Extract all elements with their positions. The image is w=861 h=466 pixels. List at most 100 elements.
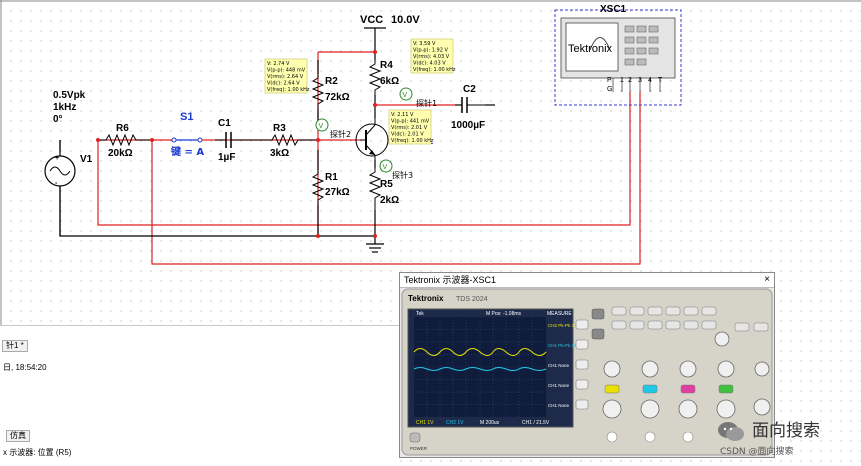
svg-text:G: G <box>607 86 612 93</box>
r1-resistor[interactable] <box>311 170 325 205</box>
svg-text:CH1 None: CH1 None <box>548 383 570 388</box>
menu-button[interactable] <box>753 322 769 332</box>
r3-resistor[interactable] <box>265 133 318 147</box>
wechat-logo <box>718 422 744 441</box>
s1-name: S1 <box>180 111 193 123</box>
tab-simulation[interactable]: 仿真 <box>6 430 30 442</box>
r4-value: 6kΩ <box>380 76 399 87</box>
vcc-value: 10.0V <box>391 14 420 26</box>
r3-name: R3 <box>273 123 286 134</box>
trigger-button[interactable] <box>734 322 750 332</box>
scope-knobs[interactable] <box>602 331 771 419</box>
scope-mpos: M Pos: -1.08ms <box>486 311 522 317</box>
bottom-output-panel: 针1 * 日, 18:54:20 仿真 x 示波器: 位置 (R5) <box>0 325 399 466</box>
svg-text:V: V <box>383 164 388 171</box>
probe3[interactable]: V <box>379 159 393 173</box>
tab-probe1[interactable]: 针1 * <box>2 340 28 352</box>
scope-brand: Tektronix <box>408 294 444 303</box>
r6-resistor[interactable] <box>98 133 150 147</box>
svg-text:V(dc): 4.03 V: V(dc): 4.03 V <box>413 61 446 67</box>
s1-key: 键 = A <box>170 145 204 158</box>
r5-resistor[interactable] <box>368 168 382 210</box>
scope-window-title: Tektronix 示波器-XSC1 <box>400 273 774 288</box>
svg-text:P: P <box>607 77 612 84</box>
svg-text:V: 3.59 V: V: 3.59 V <box>413 41 436 47</box>
svg-text:V(p-p): 1.92 V: V(p-p): 1.92 V <box>413 48 448 54</box>
channel-menu-buttons[interactable] <box>604 384 734 394</box>
r5-name: R5 <box>380 179 393 190</box>
svg-text:MEASURE: MEASURE <box>547 311 572 317</box>
svg-text:1: 1 <box>620 77 624 84</box>
c1-capacitor[interactable] <box>215 132 265 148</box>
r1-name: R1 <box>325 172 338 183</box>
svg-text:V(rms): 2.64 V: V(rms): 2.64 V <box>267 74 304 80</box>
timestamp-text: 日, 18:54:20 <box>3 363 47 372</box>
c2-capacitor[interactable] <box>461 97 485 113</box>
svg-text:V: 2.74 V: V: 2.74 V <box>267 61 290 67</box>
single-button[interactable] <box>591 328 605 340</box>
xsc1-pin-labels: P G 1 2 3 4 T <box>607 77 663 93</box>
function-buttons[interactable] <box>611 306 717 330</box>
svg-text:CH2 Pk-Pk 319mV: CH2 Pk-Pk 319mV <box>548 323 586 328</box>
s1-switch[interactable] <box>152 137 215 143</box>
probe2-readout: V: 2.74 V V(p-p): 448 mV V(rms): 2.64 V … <box>264 58 310 94</box>
source-amplitude: 0.5Vpk <box>53 90 86 101</box>
probe1-label: 探针1 <box>416 98 437 108</box>
svg-text:V(rms): 2.01 V: V(rms): 2.01 V <box>391 125 428 131</box>
svg-text:POWER: POWER <box>410 446 428 451</box>
power-button[interactable]: POWER <box>409 432 428 451</box>
probe1[interactable]: V <box>399 87 413 101</box>
c1-value: 1µF <box>218 152 235 163</box>
probe3-readout: V: 2.11 V V(p-p): 441 mV V(rms): 2.01 V … <box>388 109 434 145</box>
source-frequency: 1kHz <box>53 102 76 113</box>
watermark-sub: CSDN @面向搜索 <box>720 447 794 457</box>
svg-text:V: V <box>403 92 408 99</box>
c1-name: C1 <box>218 118 231 129</box>
npn-transistor[interactable] <box>355 118 389 160</box>
ch2-trace <box>413 367 547 371</box>
r2-resistor[interactable] <box>311 74 325 110</box>
r1-value: 27kΩ <box>325 187 350 198</box>
scope-status-tek: Tek <box>416 311 424 317</box>
bottom-time: M 200us <box>480 420 500 426</box>
svg-text:2: 2 <box>628 77 632 84</box>
watermark-text: 面向搜索 <box>752 421 820 441</box>
v1-label: V1 <box>80 154 93 165</box>
bottom-ch1: CH1 1V <box>416 420 434 426</box>
r5-value: 2kΩ <box>380 195 399 206</box>
channel-input-connectors[interactable] <box>606 431 694 443</box>
r4-resistor[interactable] <box>368 60 382 95</box>
scope-model: TDS 2024 <box>456 296 488 303</box>
svg-text:V: 2.11 V: V: 2.11 V <box>391 112 414 118</box>
autoset-button[interactable] <box>591 308 605 320</box>
oscilloscope-window[interactable]: Tektronix 示波器-XSC1 × Tektronix TDS 2024 … <box>399 272 775 458</box>
bottom-trig: CH1 / 21.5V <box>522 420 550 426</box>
close-icon[interactable]: × <box>764 274 770 285</box>
measure-column: MEASURE CH2 Pk-Pk 319mV CH1 Pk-Pk 305mV … <box>547 311 586 408</box>
r3-value: 3kΩ <box>270 148 289 159</box>
svg-text:V(freq): 1.00 kHz: V(freq): 1.00 kHz <box>267 87 310 93</box>
svg-text:V(dc): 2.64 V: V(dc): 2.64 V <box>267 81 300 87</box>
svg-text:V: V <box>319 123 324 130</box>
xsc1-scope-symbol[interactable] <box>554 9 682 106</box>
scope-front-panel[interactable]: Tektronix TDS 2024 Tek M Pos: -1.08ms ME… <box>400 287 774 457</box>
menu-buttons[interactable] <box>575 319 589 410</box>
r4-name: R4 <box>380 60 393 71</box>
svg-text:3: 3 <box>638 77 642 84</box>
svg-text:CH1 None: CH1 None <box>548 403 570 408</box>
probe3-label: 探针3 <box>392 170 413 180</box>
ground-symbol <box>366 243 384 253</box>
svg-text:4: 4 <box>648 77 652 84</box>
svg-text:-: - <box>55 180 58 187</box>
bottom-ch2: CH2 1V <box>446 420 464 426</box>
svg-text:V(rms): 4.03 V: V(rms): 4.03 V <box>413 54 450 60</box>
svg-text:V(p-p): 441 mV: V(p-p): 441 mV <box>391 119 430 125</box>
probe2[interactable]: V <box>315 118 329 132</box>
probe1-readout: V: 3.59 V V(p-p): 1.92 V V(rms): 4.03 V … <box>410 38 456 74</box>
ch1-trace <box>413 348 547 356</box>
svg-text:T: T <box>658 77 663 84</box>
vcc-label: VCC <box>360 14 383 26</box>
source-phase: 0° <box>53 114 63 125</box>
c2-value: 1000µF <box>451 120 485 131</box>
v1-ac-source[interactable]: + - <box>44 155 76 187</box>
